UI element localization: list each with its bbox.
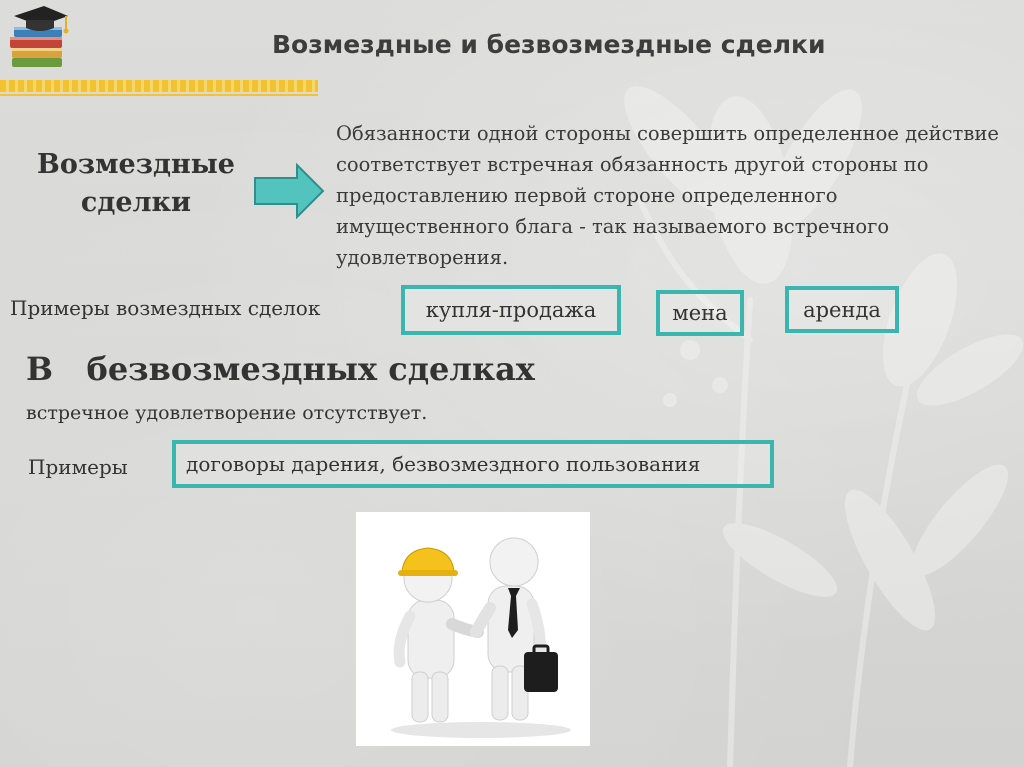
free-examples-label: Примеры <box>28 455 128 479</box>
free-deals-heading: В безвозмездных сделках <box>26 350 535 388</box>
graduation-books-icon <box>10 6 69 67</box>
handshake-figures-image <box>356 512 590 746</box>
paid-heading-line2: сделки <box>80 186 192 218</box>
worker-figure <box>393 547 484 723</box>
businessman-figure <box>470 537 558 721</box>
paid-deals-heading: Возмездные сделки <box>18 146 254 222</box>
free-deals-subtext: встречное удовлетворение отсутствует. <box>26 402 428 424</box>
title-underline <box>0 80 318 92</box>
paid-examples-label: Примеры возмездных сделок <box>10 296 321 320</box>
example-box-exchange: мена <box>656 290 744 336</box>
flower-decoration <box>624 86 1024 767</box>
paid-definition: Обязанности одной стороны совершить опре… <box>336 122 999 269</box>
free-examples-box: договоры дарения, безвозмездного пользов… <box>172 440 774 488</box>
right-arrow-icon <box>254 163 325 219</box>
title-underline-thin <box>0 94 318 96</box>
paid-heading-line1: Возмездные <box>37 149 235 180</box>
slide-title: Возмездные и безвозмездные сделки <box>272 30 826 59</box>
example-box-lease: аренда <box>785 286 899 333</box>
example-box-sale: купля-продажа <box>401 285 621 335</box>
